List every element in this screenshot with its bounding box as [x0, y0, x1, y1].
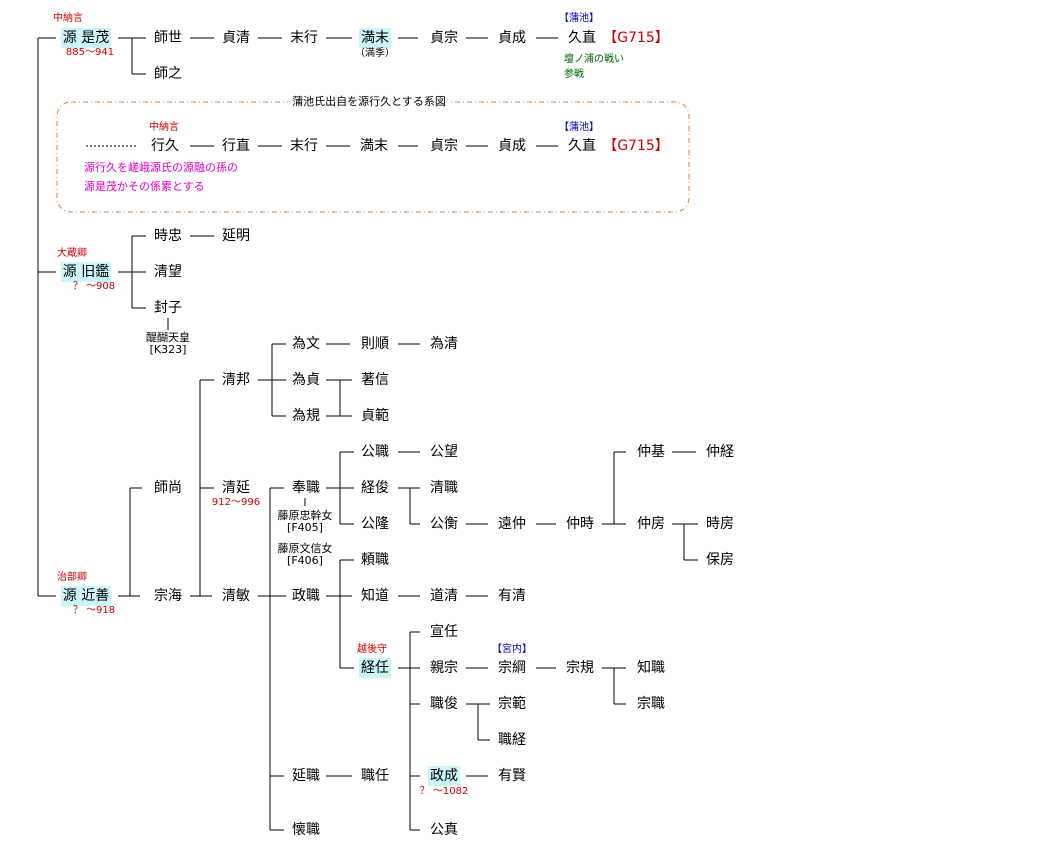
title-chunagon-2: 中納言 [149, 122, 179, 133]
person-chikayoshi: 源 近善 [60, 586, 112, 606]
person-kinhira: 公衡 [430, 516, 458, 532]
person-sueyuki: 末行 [290, 30, 318, 46]
dannoura-note-1: 壇ノ浦の戦い [564, 54, 624, 65]
person-kiyomoto: 清職 [430, 480, 458, 496]
person-munemoto: 宗職 [637, 696, 665, 712]
furumi-dates: ？ ～908 [72, 281, 116, 292]
person-kiyonobu: 清延 [222, 480, 250, 496]
title-chunagon-1: 中納言 [53, 13, 83, 24]
title-okura: 大蔵卿 [57, 248, 87, 259]
person-sueyuki-2: 末行 [290, 138, 318, 154]
person-arikata: 有賢 [498, 768, 526, 784]
theory-box-border [56, 101, 690, 213]
person-kinmoto: 公職 [361, 444, 389, 460]
person-nakamoto: 仲基 [637, 444, 665, 460]
person-yukihisa: 行久 [151, 138, 179, 154]
kamachi-label-1: 【蒲池】 [559, 13, 599, 24]
person-sadamune: 貞宗 [430, 30, 458, 46]
spouse-daigo: 醍醐天皇 [K323] [146, 331, 190, 356]
person-nobutou: 宣任 [430, 624, 458, 640]
person-tsunetou: 経任 [359, 658, 391, 678]
person-nakatsune: 仲経 [706, 444, 734, 460]
masanari-dates: ？ ～1082 [419, 786, 469, 797]
person-tomomichi: 知道 [361, 588, 389, 604]
dannoura-note-2: 参戦 [564, 69, 584, 80]
person-hisanao: 久直 [568, 30, 596, 46]
box-note-line-1: 源行久を嵯峨源氏の源融の孫の [84, 161, 238, 174]
person-moroyuki: 師之 [154, 66, 182, 82]
person-nobuaki: 延明 [222, 228, 250, 244]
person-tomomoto: 知職 [637, 660, 665, 676]
person-sadamune-2: 貞宗 [430, 138, 458, 154]
person-motoshun: 職俊 [430, 696, 458, 712]
code-g715-2: 【G715】 [603, 138, 669, 154]
person-masamoto: 政職 [292, 588, 320, 604]
kiyonobu-dates: 912～996 [211, 497, 261, 508]
person-nakafusa: 仲房 [637, 516, 665, 532]
person-munemi: 宗海 [154, 588, 182, 604]
spouse-fujiwara-fuminobu: 藤原文信女 [F406] [277, 542, 333, 567]
koreshige-dates: 885～941 [65, 47, 115, 58]
kamachi-label-2: 【蒲池】 [559, 122, 599, 133]
person-kiyomochi: 清望 [154, 264, 182, 280]
person-nobumoto: 延職 [292, 768, 320, 784]
box-title: 蒲池氏出自を源行久とする系図 [288, 93, 450, 109]
person-fushi: 封子 [154, 300, 182, 316]
spouse-fujiwara-tadamoto: 藤原忠幹女 [F405] [277, 509, 333, 534]
person-tamekiyo: 為清 [430, 336, 458, 352]
person-chikamune: 親宗 [430, 660, 458, 676]
person-sadanari: 貞成 [498, 30, 526, 46]
person-tamenori: 為規 [292, 408, 320, 424]
person-kintaka: 公隆 [361, 516, 389, 532]
chikayoshi-dates: ？ ～918 [72, 605, 116, 616]
person-kinzane: 公真 [430, 822, 458, 838]
title-jibu: 治部卿 [57, 572, 87, 583]
person-arikiyo: 有清 [498, 588, 526, 604]
person-kiyokuni: 清邦 [222, 372, 250, 388]
person-kaimoto: 懐職 [292, 822, 320, 838]
person-munenori-2: 宗範 [498, 696, 526, 712]
person-munenori: 宗規 [566, 660, 594, 676]
person-furumi: 源 旧鑑 [60, 262, 112, 282]
person-munetsuna: 宗綱 [498, 660, 526, 676]
person-mototou: 職任 [361, 768, 389, 784]
person-tamefumi: 為文 [292, 336, 320, 352]
mitsusue-alt-name: （満季） [355, 48, 395, 59]
person-tomoshiki: 奉職 [292, 480, 320, 496]
person-kiyotoshi: 清敏 [222, 588, 250, 604]
title-echigo: 越後守 [357, 644, 387, 655]
person-morohisa: 師尚 [154, 480, 182, 496]
person-yukinao: 行直 [222, 138, 250, 154]
person-yorimoto: 頼職 [361, 552, 389, 568]
person-sadanari-2: 貞成 [498, 138, 526, 154]
person-michikiyo: 道清 [430, 588, 458, 604]
person-akinobu: 著信 [361, 372, 389, 388]
person-masanari: 政成 [428, 766, 460, 786]
kunai-label: 【宮内】 [492, 644, 532, 655]
person-nakatoki: 仲時 [566, 516, 594, 532]
person-tokifusa: 時房 [706, 516, 734, 532]
person-hisanao-2: 久直 [568, 138, 596, 154]
person-mototsune: 職経 [498, 732, 526, 748]
person-koreshige: 源 是茂 [60, 28, 112, 48]
person-tokitada: 時忠 [154, 228, 182, 244]
code-g715-1: 【G715】 [603, 30, 669, 46]
person-mitsusue: 満末 [359, 28, 391, 48]
person-sadanori: 貞範 [361, 408, 389, 424]
person-tsunetoshi: 経俊 [361, 480, 389, 496]
person-tamesada: 為貞 [292, 372, 320, 388]
person-moroyo: 師世 [154, 30, 182, 46]
person-yasufusa: 保房 [706, 552, 734, 568]
person-mitsusue-2: 満末 [360, 138, 388, 154]
person-sadakiyo: 貞清 [222, 30, 250, 46]
box-note-line-2: 源是茂かその係累とする [84, 180, 205, 193]
person-norinobu: 則順 [361, 336, 389, 352]
person-kinmochi: 公望 [430, 444, 458, 460]
person-tonaka: 遠仲 [498, 516, 526, 532]
